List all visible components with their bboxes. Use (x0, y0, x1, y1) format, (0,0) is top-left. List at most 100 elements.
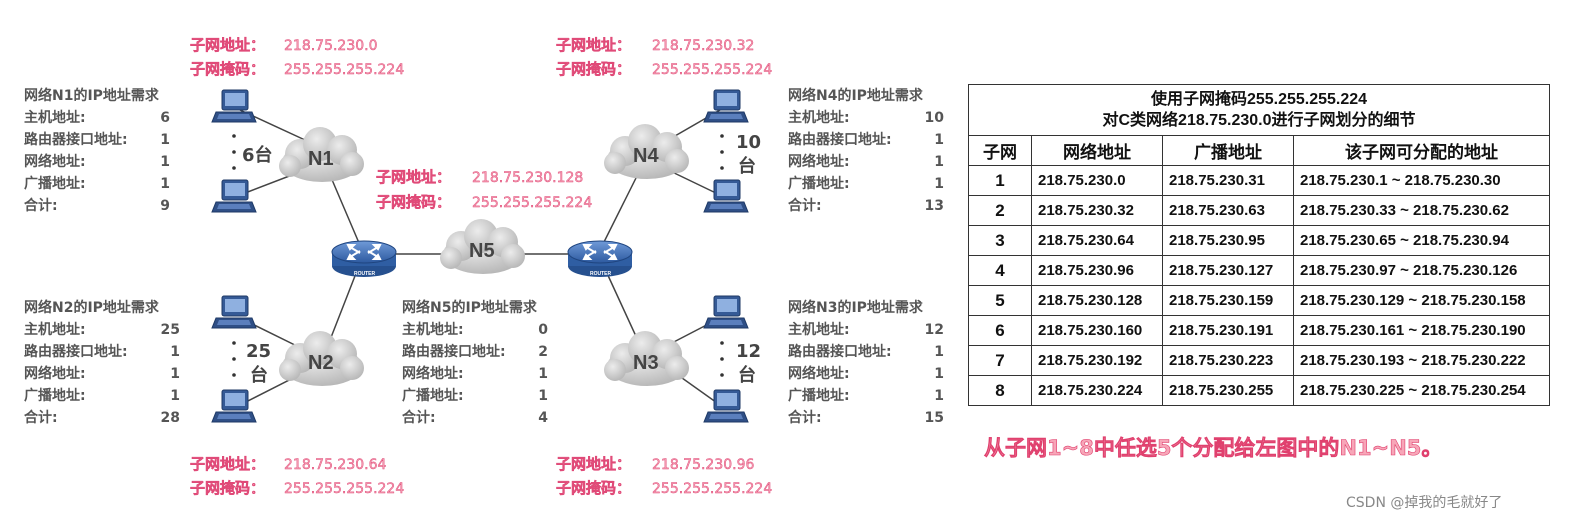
requirements-n3: 网络N3的IP地址需求主机地址:12路由器接口地址:1网络地址:1广播地址:1合… (788, 299, 944, 426)
assignable-range-cell: 218.75.230.225 ~ 218.75.230.254 (1294, 376, 1550, 406)
network-topology-diagram: N1 N2 N3 N4 N5 ROUTER ROUTER 6台 25 台 12 … (0, 0, 960, 524)
requirement-value: 1 (160, 132, 170, 148)
requirement-value: 0 (538, 322, 548, 338)
cloud-n4: N4 (604, 124, 689, 179)
requirement-value: 1 (538, 366, 548, 382)
table-body: 1218.75.230.0218.75.230.31218.75.230.1 ~… (969, 166, 1550, 406)
requirement-value: 1 (934, 344, 944, 360)
n1-host-count: 6台 (242, 144, 273, 166)
requirement-value: 1 (934, 388, 944, 404)
broadcast-address-cell: 218.75.230.127 (1163, 256, 1294, 286)
requirement-label: 网络地址: (788, 365, 850, 382)
requirement-label: 路由器接口地址: (402, 343, 506, 360)
requirement-label: 广播地址: (788, 175, 850, 192)
requirements-n1: 网络N1的IP地址需求主机地址:6路由器接口地址:1网络地址:1广播地址:1合计… (24, 87, 170, 214)
requirement-title: 网络N2的IP地址需求 (24, 299, 160, 316)
broadcast-address-cell: 218.75.230.31 (1163, 166, 1294, 196)
col-header-assignable: 该子网可分配的地址 (1294, 136, 1550, 166)
requirement-value: 1 (934, 132, 944, 148)
requirement-label: 主机地址: (24, 321, 86, 338)
pc-icon (212, 296, 256, 328)
requirement-label: 主机地址: (402, 321, 464, 338)
cloud-n2: N2 (279, 331, 364, 386)
n3-host-count: 12 (736, 341, 761, 362)
requirement-label: 合计: (788, 197, 822, 214)
requirement-label: 网络地址: (24, 365, 86, 382)
requirements-n2: 网络N2的IP地址需求主机地址:25路由器接口地址:1网络地址:1广播地址:1合… (24, 299, 180, 426)
requirement-label: 路由器接口地址: (24, 343, 128, 360)
requirement-label: 主机地址: (788, 109, 850, 126)
requirement-value: 1 (170, 366, 180, 382)
table-caption-row: 使用子网掩码255.255.255.224 对C类网络218.75.230.0进… (969, 85, 1550, 136)
subnet-mask-label: 子网掩码： (376, 193, 451, 211)
credit-watermark: CSDN @掉我的毛就好了 (1346, 492, 1502, 512)
subnet-addr-label: 子网地址： (556, 455, 631, 473)
requirement-value: 28 (161, 410, 180, 426)
requirement-value: 1 (934, 366, 944, 382)
cloud-n3-label: N3 (633, 352, 659, 374)
caption-line-2: 对C类网络218.75.230.0进行子网划分的细节 (969, 110, 1549, 131)
requirement-label: 广播地址: (402, 387, 464, 404)
table-caption: 使用子网掩码255.255.255.224 对C类网络218.75.230.0进… (969, 85, 1550, 136)
pc-icon (704, 180, 748, 212)
requirement-value: 15 (925, 410, 944, 426)
pc-icon (212, 390, 256, 422)
requirement-label: 合计: (24, 409, 58, 426)
requirement-label: 合计: (788, 409, 822, 426)
requirement-label: 路由器接口地址: (788, 343, 892, 360)
subnet-addr-value: 218.75.230.32 (652, 38, 754, 54)
cloud-n2-label: N2 (308, 352, 334, 374)
subnet-mask-value: 255.255.255.224 (472, 195, 592, 211)
requirement-title: 网络N1的IP地址需求 (24, 87, 160, 104)
n4-host-count: 10 (736, 132, 761, 153)
subnet-box-n4: 子网地址： 218.75.230.32 子网掩码： 255.255.255.22… (556, 36, 772, 78)
subnet-mask-label: 子网掩码： (556, 479, 631, 497)
requirement-value: 1 (934, 176, 944, 192)
requirement-value: 4 (538, 410, 548, 426)
subnet-mask-value: 255.255.255.224 (652, 481, 772, 497)
subnet-index-cell: 6 (969, 316, 1032, 346)
router-left-label: ROUTER (354, 271, 376, 277)
requirement-value: 1 (170, 388, 180, 404)
network-address-cell: 218.75.230.224 (1032, 376, 1163, 406)
requirement-title: 网络N4的IP地址需求 (788, 87, 924, 104)
subnet-table: 使用子网掩码255.255.255.224 对C类网络218.75.230.0进… (968, 84, 1550, 406)
requirement-value: 13 (925, 198, 944, 214)
subnet-box-n5: 子网地址： 218.75.230.128 子网掩码： 255.255.255.2… (376, 168, 592, 211)
pc-icon (704, 390, 748, 422)
requirement-label: 主机地址: (788, 321, 850, 338)
broadcast-address-cell: 218.75.230.223 (1163, 346, 1294, 376)
requirements-n4: 网络N4的IP地址需求主机地址:10路由器接口地址:1网络地址:1广播地址:1合… (788, 87, 944, 214)
requirement-value: 10 (925, 110, 945, 126)
subnet-addr-value: 218.75.230.64 (284, 457, 387, 473)
subnet-addr-value: 218.75.230.0 (284, 38, 378, 54)
subnet-addr-label: 子网地址： (556, 36, 631, 54)
requirement-value: 25 (161, 322, 180, 338)
n4-host-unit: 台 (738, 155, 756, 177)
requirement-value: 2 (538, 344, 548, 360)
requirement-value: 1 (934, 154, 944, 170)
requirement-value: 1 (160, 176, 170, 192)
router-right-label: ROUTER (590, 271, 612, 277)
subnet-index-cell: 3 (969, 226, 1032, 256)
pc-icon (704, 90, 748, 122)
requirement-label: 广播地址: (24, 387, 86, 404)
assignable-range-cell: 218.75.230.1 ~ 218.75.230.30 (1294, 166, 1550, 196)
assignable-range-cell: 218.75.230.129 ~ 218.75.230.158 (1294, 286, 1550, 316)
subnet-addr-label: 子网地址： (190, 36, 265, 54)
requirement-label: 网络地址: (788, 153, 850, 170)
pc-icon (704, 296, 748, 328)
table-header-row: 子网 网络地址 广播地址 该子网可分配的地址 (969, 136, 1550, 166)
subnet-addr-value: 218.75.230.128 (472, 170, 583, 186)
subnet-index-cell: 4 (969, 256, 1032, 286)
cloud-n5: N5 (440, 219, 525, 274)
requirement-label: 网络地址: (24, 153, 86, 170)
caption-line-1: 使用子网掩码255.255.255.224 (969, 89, 1549, 110)
requirements-n5: 网络N5的IP地址需求主机地址:0路由器接口地址:2网络地址:1广播地址:1合计… (402, 299, 548, 426)
subnet-mask-label: 子网掩码： (556, 60, 631, 78)
broadcast-address-cell: 218.75.230.63 (1163, 196, 1294, 226)
